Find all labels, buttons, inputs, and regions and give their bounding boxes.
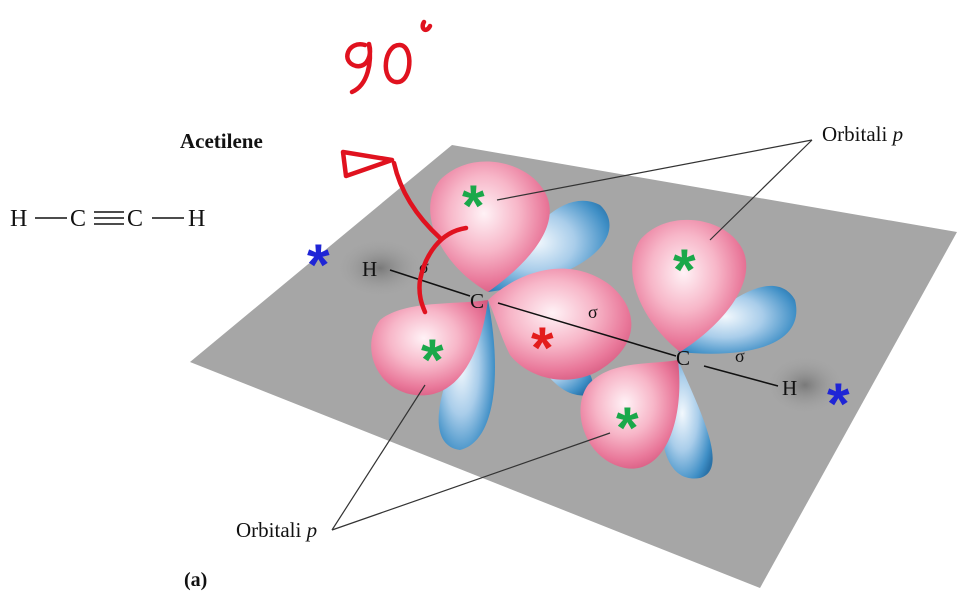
- bond-c-c: [497, 302, 677, 357]
- star-glyph: *: [462, 174, 485, 239]
- sigma-cc: σ: [588, 302, 598, 322]
- orbitals-bottom-text: Orbitali: [236, 518, 301, 542]
- blue-lobe-top-left: [488, 200, 610, 292]
- blue-lobe-top-right: [678, 285, 797, 354]
- orbitals-bottom-label: Orbitali p: [236, 518, 317, 542]
- pink-lobe-top-right: [632, 219, 747, 352]
- orbitals-top-p: p: [891, 122, 904, 146]
- star-green-1: *: [462, 174, 485, 239]
- bond-h-c-left: [389, 269, 471, 297]
- leader-bottom-1: [331, 384, 426, 531]
- handwritten-9: [345, 41, 373, 95]
- star-glyph: *: [307, 233, 330, 298]
- structural-formula: H C C H: [10, 206, 205, 232]
- star-glyph: *: [421, 328, 444, 393]
- bond-c-h-right: [703, 365, 779, 387]
- star-green-2: *: [673, 238, 696, 303]
- handwritten-angle-annotation: [340, 19, 469, 315]
- star-blue-left: *: [307, 233, 330, 298]
- sigma-ch-right: σ: [735, 346, 745, 366]
- atom-c-right: C: [676, 346, 690, 370]
- star-glyph: *: [531, 316, 554, 381]
- pink-lobe-center: [488, 268, 632, 380]
- leader-top-2: [709, 139, 813, 241]
- handwritten-triangle: [340, 149, 395, 179]
- star-glyph: *: [673, 238, 696, 303]
- blue-lobe-bottom-left: [438, 300, 495, 450]
- pink-lobe-bottom-left: [371, 300, 488, 396]
- star-red-center: *: [531, 316, 554, 381]
- handwritten-0: [383, 42, 412, 85]
- atom-h-left: H: [362, 257, 377, 281]
- leader-bottom-2: [331, 432, 611, 531]
- figure-tag: (a): [184, 569, 207, 591]
- leader-top-1: [496, 139, 813, 201]
- shadow-right: [765, 355, 845, 415]
- star-blue-right: *: [827, 372, 850, 437]
- title-acetilene: Acetilene: [180, 129, 263, 153]
- formula-c2: C: [127, 206, 143, 232]
- star-glyph: *: [827, 372, 850, 437]
- handwritten-arrow: [391, 160, 443, 241]
- orbitals-top-label: Orbitali p: [822, 122, 903, 146]
- formula-c1: C: [70, 206, 86, 232]
- atom-c-left: C: [470, 289, 484, 313]
- star-glyph: *: [616, 396, 639, 461]
- shadow-left: [335, 238, 425, 298]
- orbitals-top-text: Orbitali: [822, 122, 887, 146]
- handwritten-arc: [417, 225, 469, 315]
- star-green-4: *: [616, 396, 639, 461]
- pink-lobe-top-left: [430, 161, 550, 292]
- pink-lobe-bottom-right: [580, 360, 680, 469]
- formula-h1: H: [10, 206, 27, 232]
- atom-h-right: H: [782, 376, 797, 400]
- orbitals-bottom-p: p: [305, 518, 318, 542]
- formula-h2: H: [188, 206, 205, 232]
- handwritten-degree: [420, 19, 433, 33]
- star-green-3: *: [421, 328, 444, 393]
